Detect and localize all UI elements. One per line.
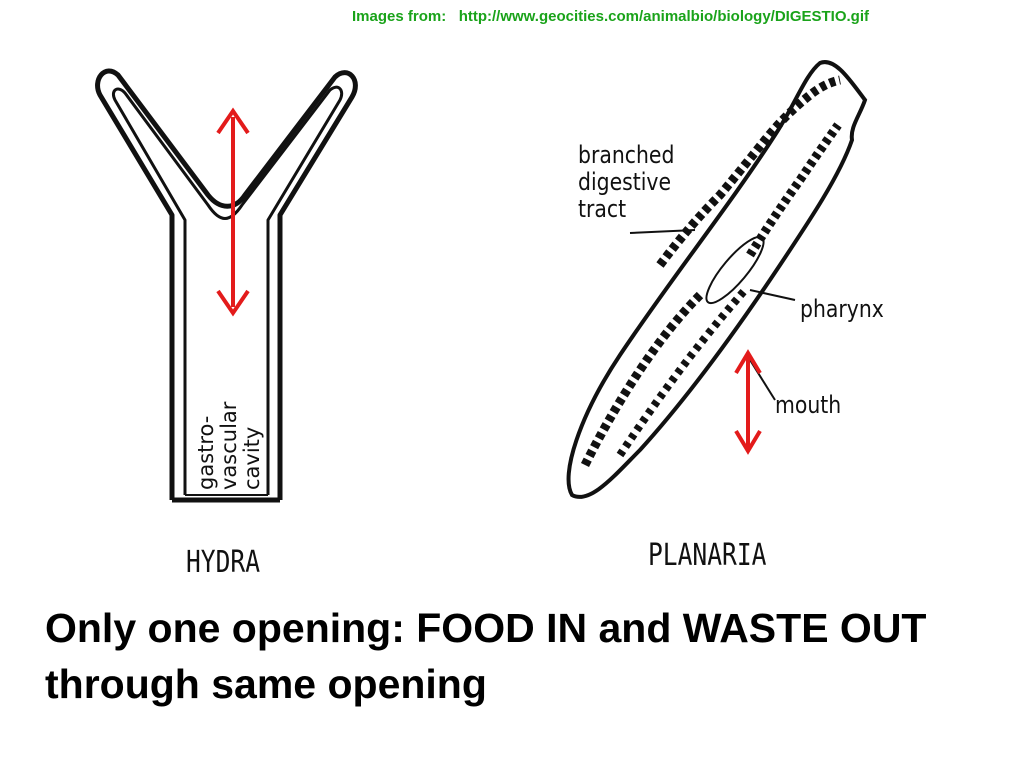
planaria-body [566,60,868,499]
branched-digestive-tract-label: branched digestive tract [578,141,675,223]
digestive-tract-lower [616,287,749,458]
pharynx-leader [749,289,796,301]
hydra-caption: HYDRA [186,545,261,580]
pharynx [705,235,765,305]
tract-leader [629,229,696,234]
pharynx-label: pharynx [800,295,884,323]
planaria-caption: PLANARIA [648,538,767,573]
mouth-label: mouth [775,391,842,419]
planaria-diagram [566,60,868,499]
hydra-diagram [95,68,358,503]
image-credit: Images from: http://www.geocities.com/an… [352,8,869,25]
digestive-tract-left [580,291,704,468]
hydra-inner-wall [111,85,344,495]
digestive-tract-upper [656,75,842,268]
digestive-tract-right [746,122,842,258]
slide-caption: Only one opening: FOOD IN and WASTE OUT … [45,605,927,707]
gastrovascular-cavity-label: gastro- vascular cavity [194,401,264,490]
hydra-outer-wall [95,68,358,500]
